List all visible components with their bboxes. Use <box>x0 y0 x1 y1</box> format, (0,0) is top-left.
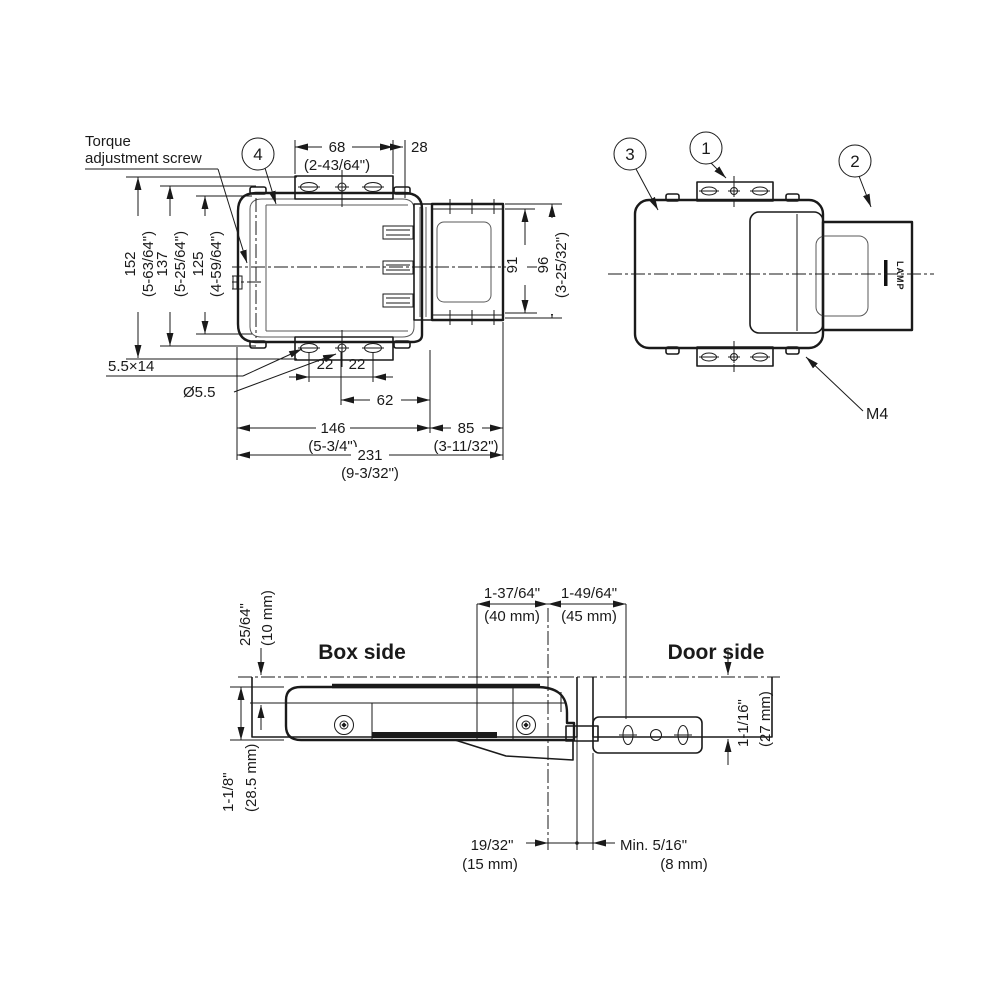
hinge-neck <box>565 725 599 742</box>
torque-screw-label: Torque adjustment screw <box>85 133 248 264</box>
top-view: LAMP <box>608 131 934 423</box>
brand-logo-mark: LAMP <box>884 260 905 291</box>
dim-68-in: (2-43/64") <box>304 157 370 174</box>
dim-125-mm: 125 <box>190 251 207 276</box>
front-dimension-texts: 68 (2-43/64") 28 152 (5-63/64") 137 (5-2… <box>122 138 577 482</box>
dim-15-mm: (15 mm) <box>462 856 518 873</box>
dim-27-mm: (27 mm) <box>757 691 774 747</box>
front-view: 4 Torque adjustment screw 5.5×14 Ø5.5 68… <box>85 133 577 482</box>
torque-label-line2: adjustment screw <box>85 150 202 167</box>
callout-1-circle <box>689 131 723 165</box>
door-side-label: Door side <box>668 641 765 664</box>
mounting-bracket-bottom <box>294 336 394 361</box>
dim-28-5-mm: (28.5 mm) <box>243 744 260 812</box>
dim-231-in: (9-3/32") <box>341 465 399 482</box>
damper-prongs <box>382 225 414 308</box>
dim-231-mm: 231 <box>357 447 382 464</box>
dim-146-mm: 146 <box>320 420 345 437</box>
torque-label-line1: Torque <box>85 133 131 150</box>
dim-45-in: 1-49/64" <box>561 585 617 602</box>
brand-logo-text: LAMP <box>895 261 905 291</box>
top-view-centerlines <box>608 176 934 372</box>
m4-label: M4 <box>805 356 888 423</box>
dim-28-mm: 28 <box>411 139 428 156</box>
dim-40-in: 1-37/64" <box>484 585 540 602</box>
callout-2-number: 2 <box>850 152 859 171</box>
callout-3-number: 3 <box>625 145 634 164</box>
dim-96-mm: 96 <box>535 257 552 274</box>
section-dimension-lines <box>237 600 732 847</box>
hinge-screw-right <box>516 715 536 735</box>
dim-68-mm: 68 <box>329 139 346 156</box>
top-view-bracket-bottom <box>696 346 774 367</box>
top-view-bracket-top <box>696 181 774 202</box>
callout-2-circle <box>838 144 872 178</box>
hole-diameter-label: Ø5.5 <box>183 353 337 401</box>
dim-27-in: 1-1/16" <box>735 699 752 747</box>
box-side-label: Box side <box>318 641 406 664</box>
section-texts: Box side Door side 1-37/64" (40 mm) 1-49… <box>220 585 774 873</box>
callout-1-number: 1 <box>701 139 710 158</box>
callout-2: 2 <box>838 144 872 208</box>
hole-diameter-text: Ø5.5 <box>183 384 216 401</box>
dim-28-5-in: 1-1/8" <box>220 772 237 812</box>
dim-8-in: Min. 5/16" <box>620 837 687 854</box>
callout-4-number: 4 <box>253 145 262 164</box>
dim-96-in: (3-25/32") <box>553 232 570 298</box>
hinge-body-section <box>284 683 576 742</box>
dim-8-mm: (8 mm) <box>660 856 708 873</box>
dim-146-in: (5-3/4") <box>308 438 358 455</box>
dim-10-in: 25/64" <box>237 603 254 646</box>
m4-text: M4 <box>866 406 888 423</box>
callout-3-circle <box>613 137 647 171</box>
damper-body <box>224 186 424 349</box>
dim-137-in: (5-25/64") <box>172 231 189 297</box>
dim-15-in: 19/32" <box>471 837 514 854</box>
dim-91-mm: 91 <box>504 257 521 274</box>
damper-arm <box>413 199 505 325</box>
dim-85-mm: 85 <box>458 420 475 437</box>
hinge-screw-left <box>334 715 354 735</box>
door-mounting-bracket <box>592 716 703 754</box>
mounting-bracket-top <box>294 175 394 200</box>
dim-62-mm: 62 <box>377 392 394 409</box>
front-centerlines <box>228 170 548 367</box>
hinge-lever <box>454 739 574 761</box>
callout-4-circle <box>241 137 275 171</box>
section-extension-lines <box>230 604 742 850</box>
dim-45-mm: (45 mm) <box>561 608 617 625</box>
dim-22-left: 22 <box>317 356 334 373</box>
dim-137-mm: 137 <box>154 251 171 276</box>
callout-3: 3 <box>613 137 659 211</box>
dim-22-right: 22 <box>349 356 366 373</box>
dim-40-mm: (40 mm) <box>484 608 540 625</box>
slot-size-label: 5.5×14 <box>106 348 303 377</box>
dim-152-mm: 152 <box>122 251 139 276</box>
door-side-panel <box>592 677 773 738</box>
dim-85-in: (3-11/32") <box>433 438 498 455</box>
section-view: Box side Door side 1-37/64" (40 mm) 1-49… <box>220 585 780 873</box>
top-view-cover <box>749 211 824 334</box>
dim-152-in: (5-63/64") <box>140 231 157 297</box>
dim-10-mm: (10 mm) <box>259 590 276 646</box>
callout-4: 4 <box>241 137 277 205</box>
callout-1: 1 <box>689 131 727 179</box>
dim-125-in: (4-59/64") <box>208 231 225 297</box>
slot-size-text: 5.5×14 <box>108 358 154 375</box>
